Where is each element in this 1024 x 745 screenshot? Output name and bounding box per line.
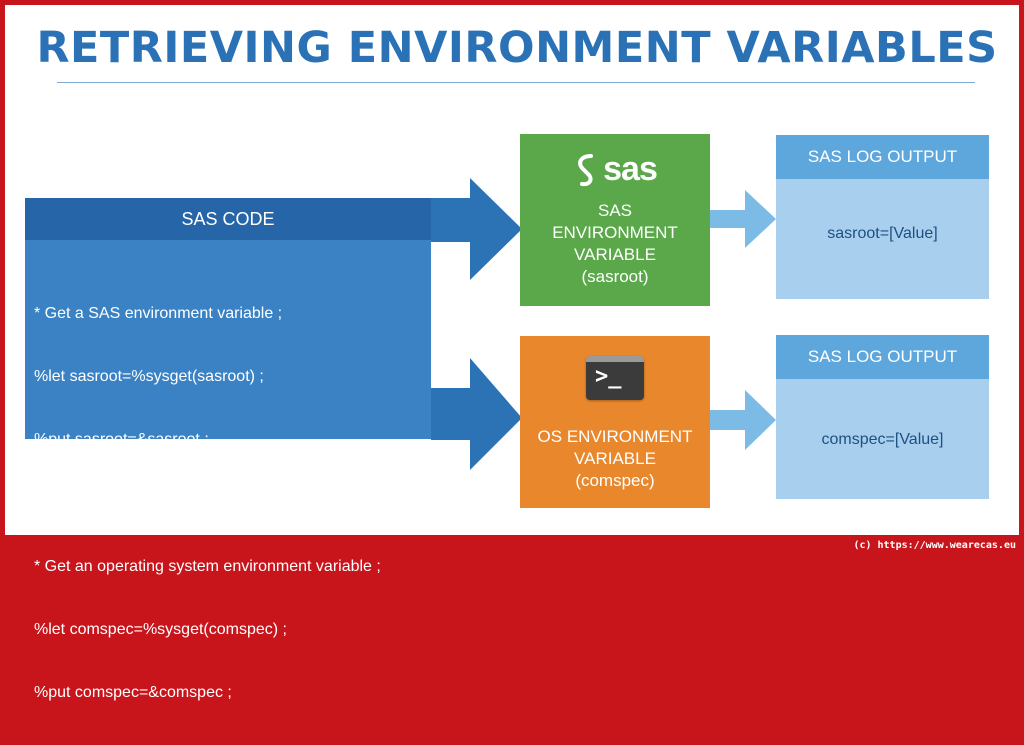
log-output-header: SAS LOG OUTPUT: [776, 335, 989, 379]
log-output-value: sasroot=[Value]: [827, 225, 938, 242]
code-line: %put comspec=&comspec ;: [34, 684, 232, 701]
sas-log-output-box: SAS LOG OUTPUT sasroot=[Value]: [776, 135, 989, 299]
os-environment-variable-box: >_ OS ENVIRONMENT VARIABLE (comspec): [520, 336, 710, 508]
sas-variable-label: SAS ENVIRONMENT VARIABLE (sasroot): [520, 200, 710, 288]
sas-variable-line: (sasroot): [581, 267, 649, 286]
sas-swoosh-icon: [578, 153, 594, 186]
sas-code-header: SAS CODE: [25, 198, 431, 240]
sas-environment-variable-box: sas SAS ENVIRONMENT VARIABLE (sasroot): [520, 134, 710, 306]
flow-arrows: [431, 178, 776, 470]
os-variable-label: OS ENVIRONMENT VARIABLE (comspec): [520, 426, 710, 492]
code-line: %put sasroot=&sasroot ;: [34, 431, 209, 448]
log-output-header: SAS LOG OUTPUT: [776, 135, 989, 179]
code-line: * Get an operating system environment va…: [34, 558, 381, 575]
sas-variable-line: VARIABLE: [574, 245, 656, 264]
sas-logo-text: sas: [603, 150, 658, 188]
arrow-sas-to-log: [710, 190, 776, 248]
code-line: * Get a SAS environment variable ;: [34, 305, 283, 322]
os-variable-line: OS ENVIRONMENT: [537, 427, 693, 446]
sas-logo: sas: [520, 150, 710, 189]
os-variable-line: VARIABLE: [574, 449, 656, 468]
arrow-code-to-os: [431, 358, 522, 470]
page-title: RETRIEVING ENVIRONMENT VARIABLES: [36, 23, 998, 73]
arrow-code-to-sas: [431, 178, 522, 280]
sas-variable-line: ENVIRONMENT: [552, 223, 678, 242]
sas-variable-line: SAS: [597, 201, 633, 220]
sas-code-lines: * Get a SAS environment variable ; %let …: [34, 261, 381, 745]
code-line: %let comspec=%sysget(comspec) ;: [34, 621, 287, 638]
log-output-value: comspec=[Value]: [821, 431, 944, 448]
footer-credit: (c) https://www.wearecas.eu: [853, 540, 1016, 551]
os-variable-line: (comspec): [575, 471, 655, 490]
title-divider: [57, 82, 975, 83]
arrow-os-to-log: [710, 390, 776, 450]
os-log-output-box: SAS LOG OUTPUT comspec=[Value]: [776, 335, 989, 499]
code-line: %let sasroot=%sysget(sasroot) ;: [34, 368, 264, 385]
terminal-icon: >_: [586, 356, 644, 400]
sas-code-panel: SAS CODE * Get a SAS environment variabl…: [25, 198, 431, 701]
